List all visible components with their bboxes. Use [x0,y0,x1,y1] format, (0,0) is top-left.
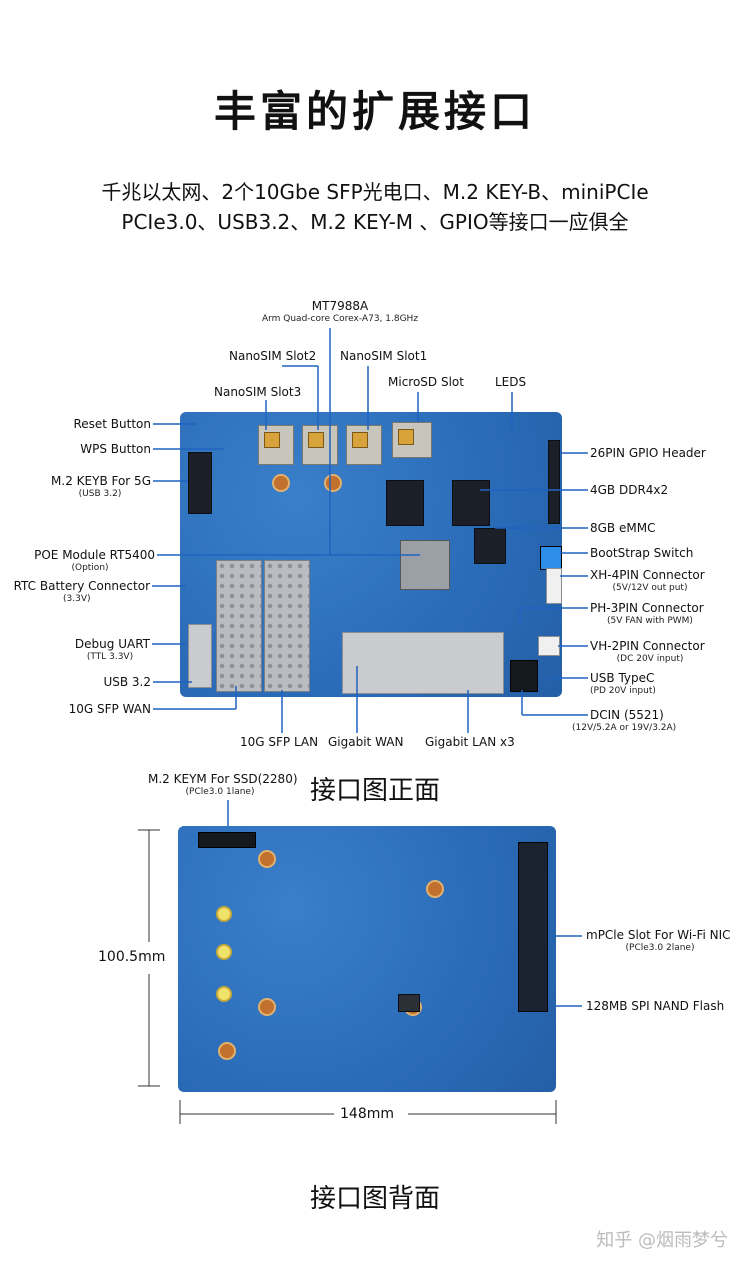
nanosim-slot1 [346,425,382,465]
label-sfpwan: 10G SFP WAN [68,702,151,716]
nanosim-slot2 [302,425,338,465]
label-microsd: MicroSD Slot [388,375,464,389]
label-vh2: VH-2PIN Connector [590,639,705,653]
caption-front: 接口图正面 [309,776,440,806]
label-xh4-sub: (5V/12V out put) [612,583,688,593]
label-debug-sub: (TTL 3.3V) [86,652,134,662]
label-ph3-sub: (5V FAN with PWM) [607,616,693,626]
label-reset: Reset Button [73,417,151,431]
m2-keym-slot [198,832,256,848]
label-debug: Debug UART [74,637,150,651]
dcin-jack [510,660,538,692]
emmc-chip [474,528,506,564]
subtitle-line-2: PCIe3.0、USB3.2、M.2 KEY-M 、GPIO等接口一应俱全 [121,210,629,234]
label-gbwan: Gigabit WAN [328,735,404,749]
ddr-chip [386,480,424,526]
usb32-port [188,624,212,688]
label-wps: WPS Button [80,442,151,456]
pad [216,944,232,960]
mount-hole [272,474,290,492]
label-gpio: 26PIN GPIO Header [590,446,706,460]
sfp-cage-lan [264,560,310,692]
microsd-slot [392,422,432,458]
cpu-chip [400,540,450,590]
label-nanosim1: NanoSIM Slot1 [340,349,428,363]
label-m2keyb: M.2 KEYB For 5G [51,474,151,488]
mount-hole [426,880,444,898]
label-rtc-sub: (3.3V) [63,594,91,604]
board-back-photo [178,826,556,1092]
label-m2keym-sub: (PCle3.0 1lane) [185,787,255,797]
label-ph3: PH-3PIN Connector [590,601,704,615]
label-dcin-sub: (12V/5.2A or 19V/3.2A) [572,723,677,733]
label-width: 148mm [340,1106,394,1122]
label-bootstrap: BootStrap Switch [590,546,694,560]
label-poe: POE Module RT5400 [34,548,155,562]
mpcie-slot [518,842,548,1012]
label-nanosim2: NanoSIM Slot2 [229,349,317,363]
sfp-cage-wan [216,560,262,692]
pad [216,906,232,922]
mount-hole [324,474,342,492]
label-m2keyb-sub: (USB 3.2) [78,489,122,499]
xh4pin-connector [546,568,562,604]
gpio-header [548,440,560,524]
nanosim-slot3 [258,425,294,465]
page-title: 丰富的扩展接口 [213,87,536,136]
label-mt7988a-sub: Arm Quad-core Corex-A73, 1.8GHz [261,314,419,324]
label-mpcie-sub: (PCle3.0 2lane) [625,943,695,953]
label-mt7988a: MT7988A [311,299,369,313]
label-emmc: 8GB eMMC [590,521,656,535]
watermark: 知乎 @烟雨梦兮 [596,1230,728,1251]
label-ddr: 4GB DDR4x2 [590,483,669,497]
label-nanosim3: NanoSIM Slot3 [214,385,302,399]
subtitle-line-1: 千兆以太网、2个10Gbe SFP光电口、M.2 KEY-B、miniPCIe [101,180,649,204]
label-mpcie: mPCle Slot For Wi-Fi NIC [586,928,731,942]
label-vh2-sub: (DC 20V input) [616,654,684,664]
ddr-chip [452,480,490,526]
mount-hole [218,1042,236,1060]
label-m2keym: M.2 KEYM For SSD(2280) [148,772,298,786]
mount-hole [258,850,276,868]
label-dcin: DCIN (5521) [590,708,664,722]
rj45-block [342,632,504,694]
label-xh4: XH-4PIN Connector [590,568,705,582]
label-typec: USB TypeC [590,671,655,685]
label-gblan: Gigabit LAN x3 [425,735,515,749]
m2-keyb-slot [188,452,212,514]
label-height: 100.5mm [98,949,166,965]
label-usb32: USB 3.2 [103,675,151,689]
label-sfplan: 10G SFP LAN [240,735,319,749]
label-leds: LEDS [495,375,527,389]
label-typec-sub: (PD 20V input) [590,686,656,696]
spi-nand-chip [398,994,420,1012]
label-nand: 128MB SPI NAND Flash [586,999,725,1013]
label-poe-sub: (Option) [71,563,109,573]
label-rtc: RTC Battery Connector [13,579,150,593]
mount-hole [258,998,276,1016]
pad [216,986,232,1002]
caption-back: 接口图背面 [309,1184,440,1214]
